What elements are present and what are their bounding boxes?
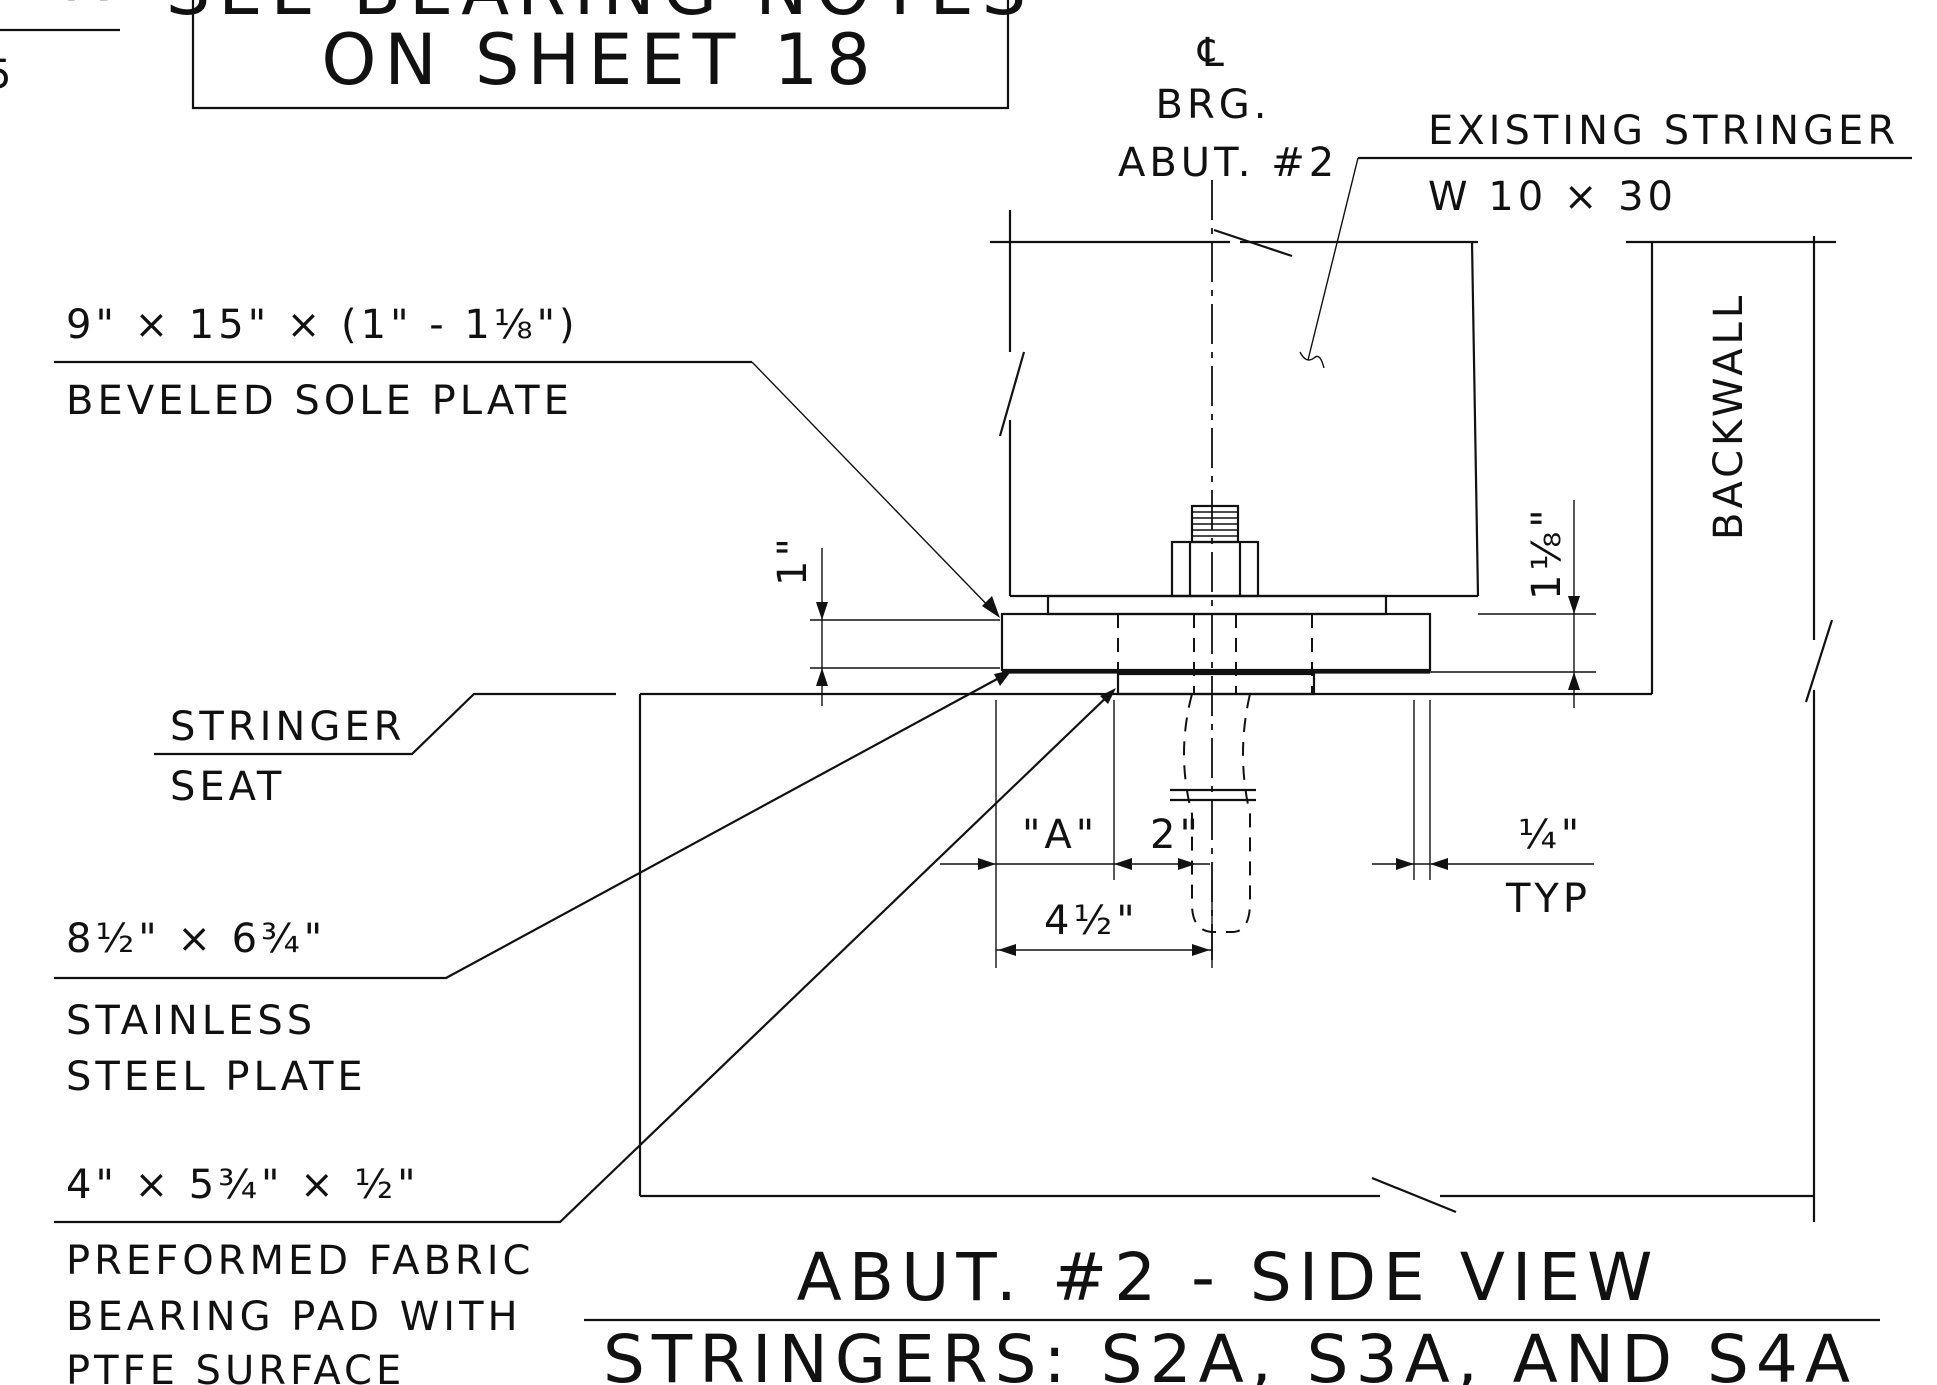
centerline-bearing-label: ℄ BRG. ABUT. #2 bbox=[1118, 30, 1338, 186]
dim-label-typ: TYP bbox=[1505, 876, 1591, 922]
centerline-brg: BRG. bbox=[1156, 82, 1271, 128]
bottom-dimensions: "A" 2" 4½" ¼" TYP bbox=[940, 700, 1594, 968]
sole-plate-top bbox=[1046, 594, 1388, 616]
dim-label-one-inch: 1" bbox=[770, 534, 816, 586]
bearing-pad-size: 4" × 5¾" × ½" bbox=[66, 1162, 420, 1208]
bearing-pad-line4: PTFE SURFACE bbox=[66, 1348, 405, 1385]
beveled-sole-plate bbox=[1000, 612, 1432, 672]
stainless-plate-line3: STEEL PLATE bbox=[66, 1054, 367, 1100]
dim-arrow-2-right bbox=[1178, 858, 1196, 870]
bearing-assembly bbox=[1000, 504, 1432, 933]
sole-plate-leader bbox=[751, 361, 997, 615]
dim-arrow-2-left bbox=[1114, 858, 1132, 870]
bearing-notes-box: SEE BEARING NOTES ON SHEET 18 bbox=[166, 0, 1034, 110]
bearing-pad-arrow bbox=[1100, 688, 1116, 704]
dim-arrow-a-left bbox=[978, 858, 996, 870]
bearing-pad bbox=[1116, 672, 1316, 696]
bearing-pad-line3: BEARING PAD WITH bbox=[66, 1294, 522, 1340]
centerline-symbol: ℄ bbox=[1197, 30, 1228, 76]
dim-label-four-half: 4½" bbox=[1044, 898, 1139, 944]
existing-stringer-callout: EXISTING STRINGER W 10 × 30 bbox=[1299, 108, 1912, 369]
dim-label-a: "A" bbox=[1022, 812, 1098, 858]
centerline-abut: ABUT. #2 bbox=[1118, 140, 1338, 186]
dimension-one-eighth: 1⅛" bbox=[1430, 500, 1596, 708]
stringer-seat-callout: STRINGER SEAT bbox=[154, 692, 616, 810]
sole-plate-callout: 9" × 15" × (1" - 1⅛") BEVELED SOLE PLATE bbox=[54, 302, 1000, 618]
thread-lines bbox=[1192, 511, 1238, 537]
stainless-plate-callout: 8½" × 6¾" STAINLESS STEEL PLATE bbox=[54, 670, 1012, 1100]
stringer-seat-leader bbox=[154, 692, 616, 756]
dim-arrow-45-left bbox=[998, 944, 1016, 956]
dim-label-quarter: ¼" bbox=[1518, 812, 1583, 858]
anchor-bolt-hidden bbox=[1183, 693, 1251, 933]
backwall-break bbox=[1804, 619, 1834, 703]
backwall-label: BACKWALL bbox=[1706, 292, 1752, 540]
sole-plate-size: 9" × 15" × (1" - 1⅛") bbox=[66, 302, 579, 348]
view-subtitle: STRINGERS: S2A, S3A, AND S4A bbox=[603, 1321, 1857, 1385]
sole-plate-arrow bbox=[982, 596, 1000, 618]
anchor-nut bbox=[1170, 540, 1260, 598]
view-title-block: ABUT. #2 - SIDE VIEW STRINGERS: S2A, S3A… bbox=[584, 1239, 1880, 1385]
dim-arrow-45-right bbox=[1192, 944, 1210, 956]
dim-arrow-1in-top bbox=[816, 602, 828, 620]
dim-arrow-quarter-left bbox=[1396, 858, 1414, 870]
backwall: BACKWALL bbox=[1626, 236, 1836, 1222]
stringer-end-break bbox=[998, 351, 1026, 437]
stringer-web-edge bbox=[1470, 241, 1480, 597]
dim-arrow-1in-bottom bbox=[816, 668, 828, 686]
sheet-fragment-bottom: 5 bbox=[0, 52, 15, 98]
leader-squiggle bbox=[1299, 351, 1325, 369]
existing-stringer-size: W 10 × 30 bbox=[1428, 174, 1677, 220]
stringer-seat-line1: STRINGER bbox=[170, 704, 405, 750]
note-box-line2: ON SHEET 18 bbox=[321, 19, 878, 101]
dim-arrow-118-top bbox=[1568, 596, 1580, 614]
bearing-pad-leader bbox=[54, 689, 1115, 1224]
sole-plate-name: BEVELED SOLE PLATE bbox=[66, 378, 573, 424]
existing-stringer bbox=[990, 210, 1480, 598]
existing-stringer-leader bbox=[1307, 157, 1359, 361]
stainless-plate-size: 8½" × 6¾" bbox=[66, 916, 326, 962]
existing-stringer-label: EXISTING STRINGER bbox=[1428, 108, 1899, 154]
sheet-fragment-top: IER bbox=[0, 0, 118, 17]
dimension-one-inch: 1" bbox=[770, 534, 1000, 706]
dim-label-two: 2" bbox=[1150, 812, 1202, 858]
stainless-plate-leader bbox=[54, 671, 1011, 980]
note-box-border bbox=[191, 0, 1010, 110]
dim-label-one-eighth: 1⅛" bbox=[1524, 505, 1570, 600]
view-title: ABUT. #2 - SIDE VIEW bbox=[797, 1239, 1660, 1316]
abutment-bottom-break bbox=[1371, 1176, 1457, 1214]
abutment-seat bbox=[638, 692, 1814, 1214]
stainless-plate-line2: STAINLESS bbox=[66, 998, 316, 1044]
note-box-line1: SEE BEARING NOTES bbox=[166, 0, 1034, 31]
stainless-plate-arrow bbox=[994, 670, 1012, 686]
dim-arrow-118-bottom bbox=[1568, 672, 1580, 690]
stringer-seat-line2: SEAT bbox=[170, 764, 285, 810]
bearing-pad-callout: 4" × 5¾" × ½" PREFORMED FABRIC BEARING P… bbox=[54, 688, 1116, 1385]
dim-arrow-quarter-right bbox=[1430, 858, 1448, 870]
bearing-pad-line2: PREFORMED FABRIC bbox=[66, 1238, 534, 1284]
